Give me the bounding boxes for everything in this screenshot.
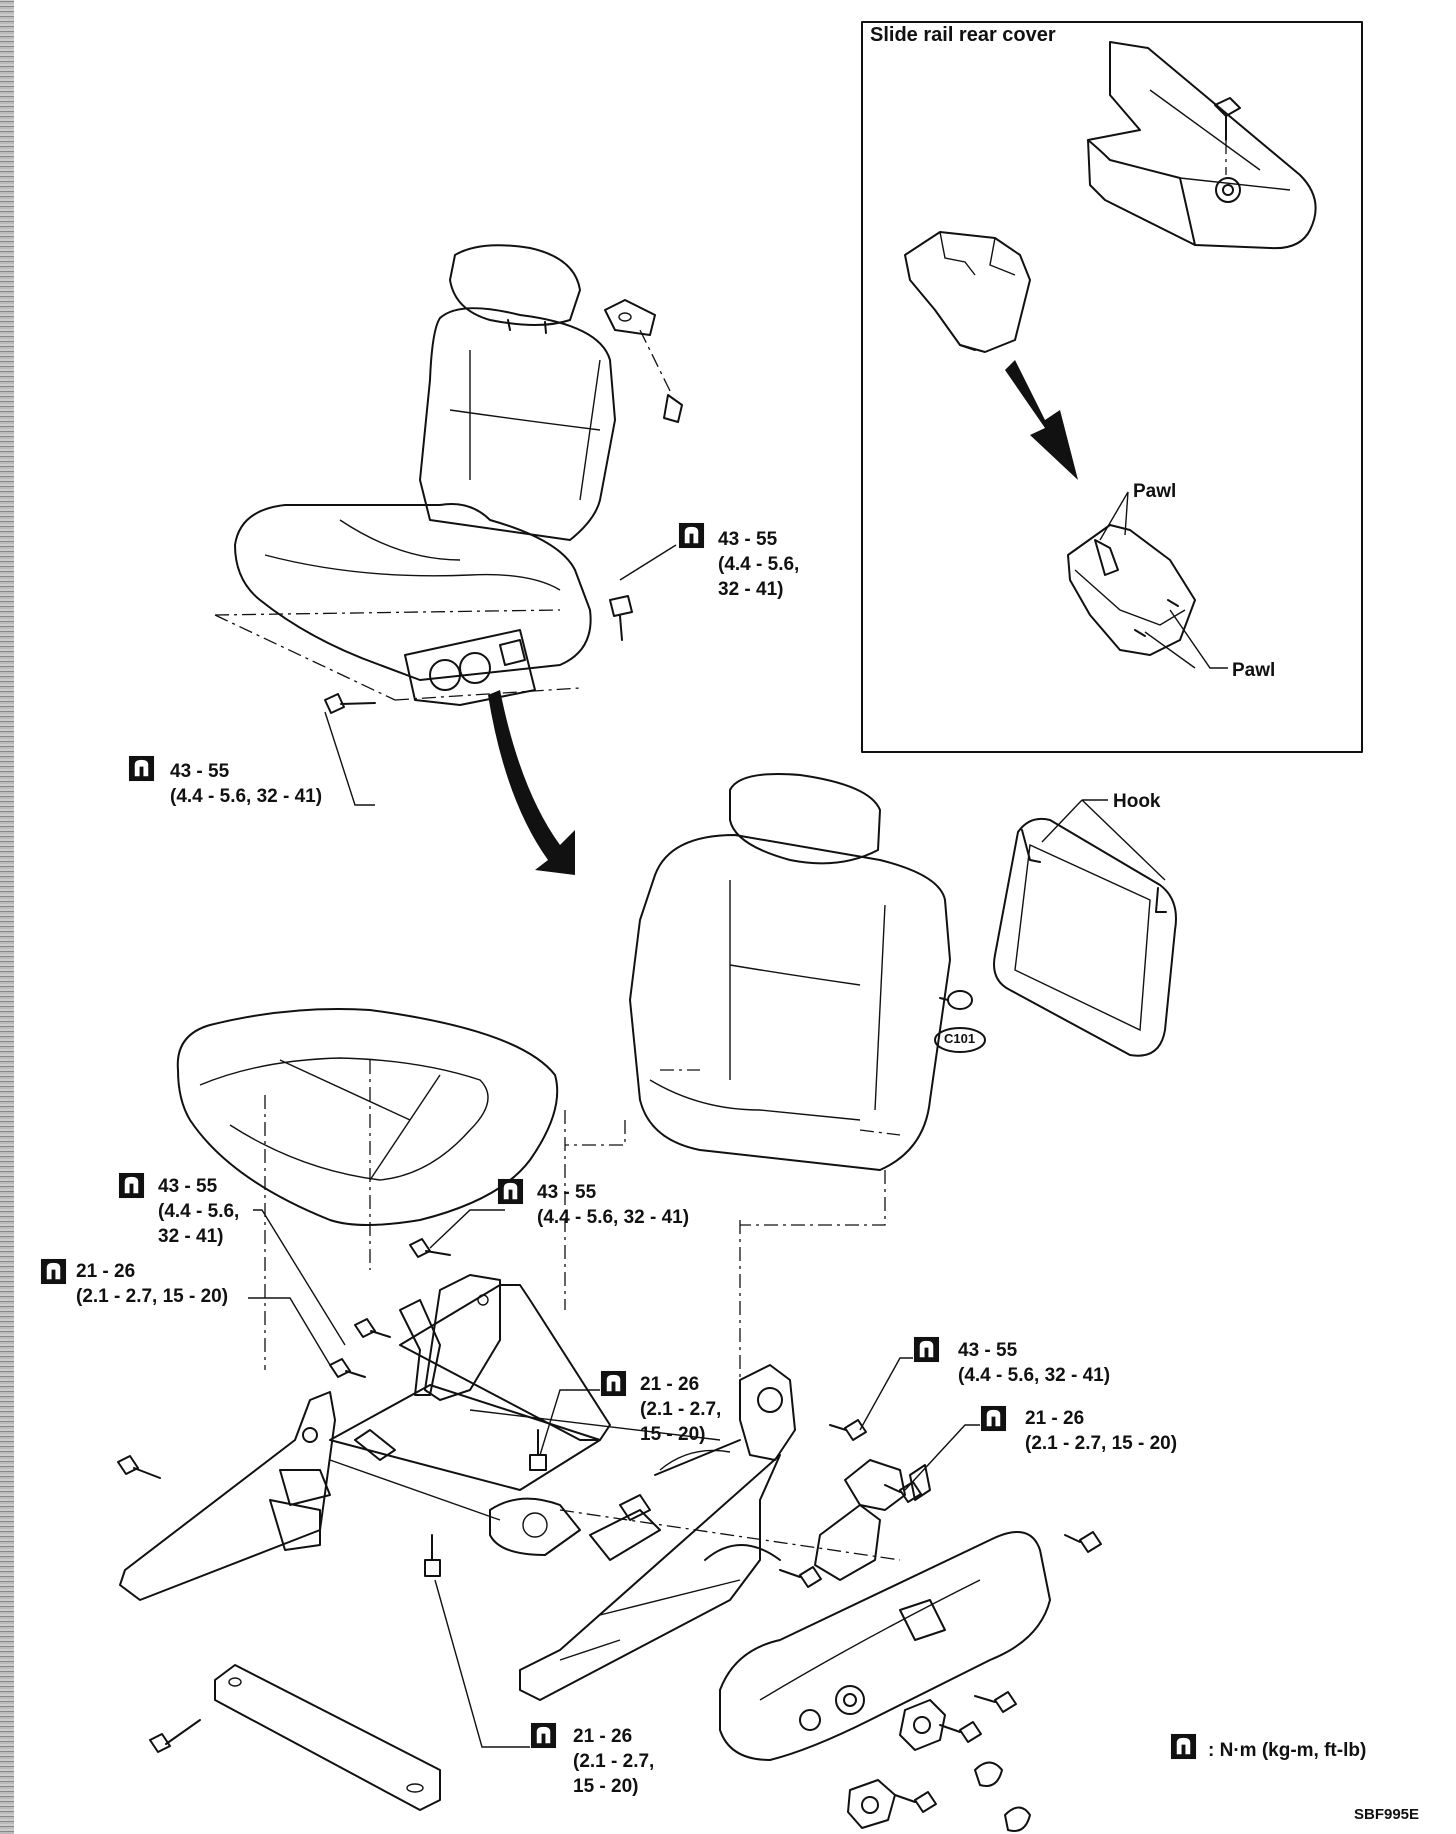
torque-wrench-icon: [497, 1178, 524, 1205]
inset-arrow: [1005, 360, 1078, 480]
scan-edge: [0, 0, 14, 1834]
torque-label-9: 21 - 26 (2.1 - 2.7, 15 - 20): [573, 1726, 655, 1797]
torque-label-6: 21 - 26 (2.1 - 2.7, 15 - 20): [640, 1374, 722, 1445]
torque-wrench-icon: [40, 1258, 67, 1285]
rail-rear-cover-assembly: [1087, 41, 1317, 250]
side-cover-left: [214, 1664, 441, 1811]
knobs: [847, 1699, 1031, 1832]
figure-code: SBF995E: [1354, 1806, 1420, 1823]
upper-seat-assembly: [214, 244, 683, 714]
torque-label-3: 43 - 55 (4.4 - 5.6, 32 - 41): [158, 1176, 240, 1247]
rear-cover-part: [904, 231, 1031, 353]
pawl-label-upper: Pawl: [1133, 481, 1177, 502]
inset-title: Slide rail rear cover: [870, 24, 1056, 46]
torque-label-5: 21 - 26 (2.1 - 2.7, 15 - 20): [76, 1261, 229, 1307]
torque-label-7: 43 - 55 (4.4 - 5.6, 32 - 41): [958, 1340, 1111, 1386]
hook-leader: [1041, 799, 1166, 881]
clip-badge: [934, 1027, 986, 1053]
torque-wrench-icon: [600, 1370, 627, 1397]
pawl-leader-lower: [1144, 609, 1228, 669]
seatback: [629, 773, 951, 1171]
seat-frame: [119, 1284, 931, 1701]
torque-wrench-icon: [530, 1722, 557, 1749]
inset-frame: [861, 21, 1363, 753]
clip-code-label: C101: [944, 1031, 976, 1046]
back-frame: [939, 817, 1177, 1057]
torque-wrench-icon: [980, 1405, 1007, 1432]
seat-cushion: [176, 1008, 566, 1370]
pawl-leader-upper: [1099, 491, 1129, 541]
torque-unit-legend: : N·m (kg-m, ft-lb): [1208, 1740, 1367, 1761]
main-arrow: [488, 690, 575, 875]
torque-wrench-icon: [913, 1336, 940, 1363]
torque-label-8: 21 - 26 (2.1 - 2.7, 15 - 20): [1025, 1408, 1178, 1454]
torque-label-2: 43 - 55 (4.4 - 5.6, 32 - 41): [170, 761, 323, 807]
cover-installed: [1067, 524, 1196, 656]
pawl-label-lower: Pawl: [1232, 660, 1276, 681]
torque-label-1: 43 - 55 (4.4 - 5.6, 32 - 41): [718, 529, 800, 600]
hook-label: Hook: [1113, 791, 1161, 812]
torque-wrench-icon: [1170, 1733, 1197, 1760]
torque-wrench-icon: [128, 755, 155, 782]
torque-wrench-icon: [118, 1172, 145, 1199]
bolts: [117, 1238, 1102, 1813]
torque-wrench-icon: [678, 522, 705, 549]
leader-lines: [248, 544, 980, 1748]
torque-label-4: 43 - 55 (4.4 - 5.6, 32 - 41): [537, 1182, 690, 1228]
seat-belt-buckle: [399, 1274, 501, 1401]
side-panel-right: [719, 1531, 1051, 1761]
